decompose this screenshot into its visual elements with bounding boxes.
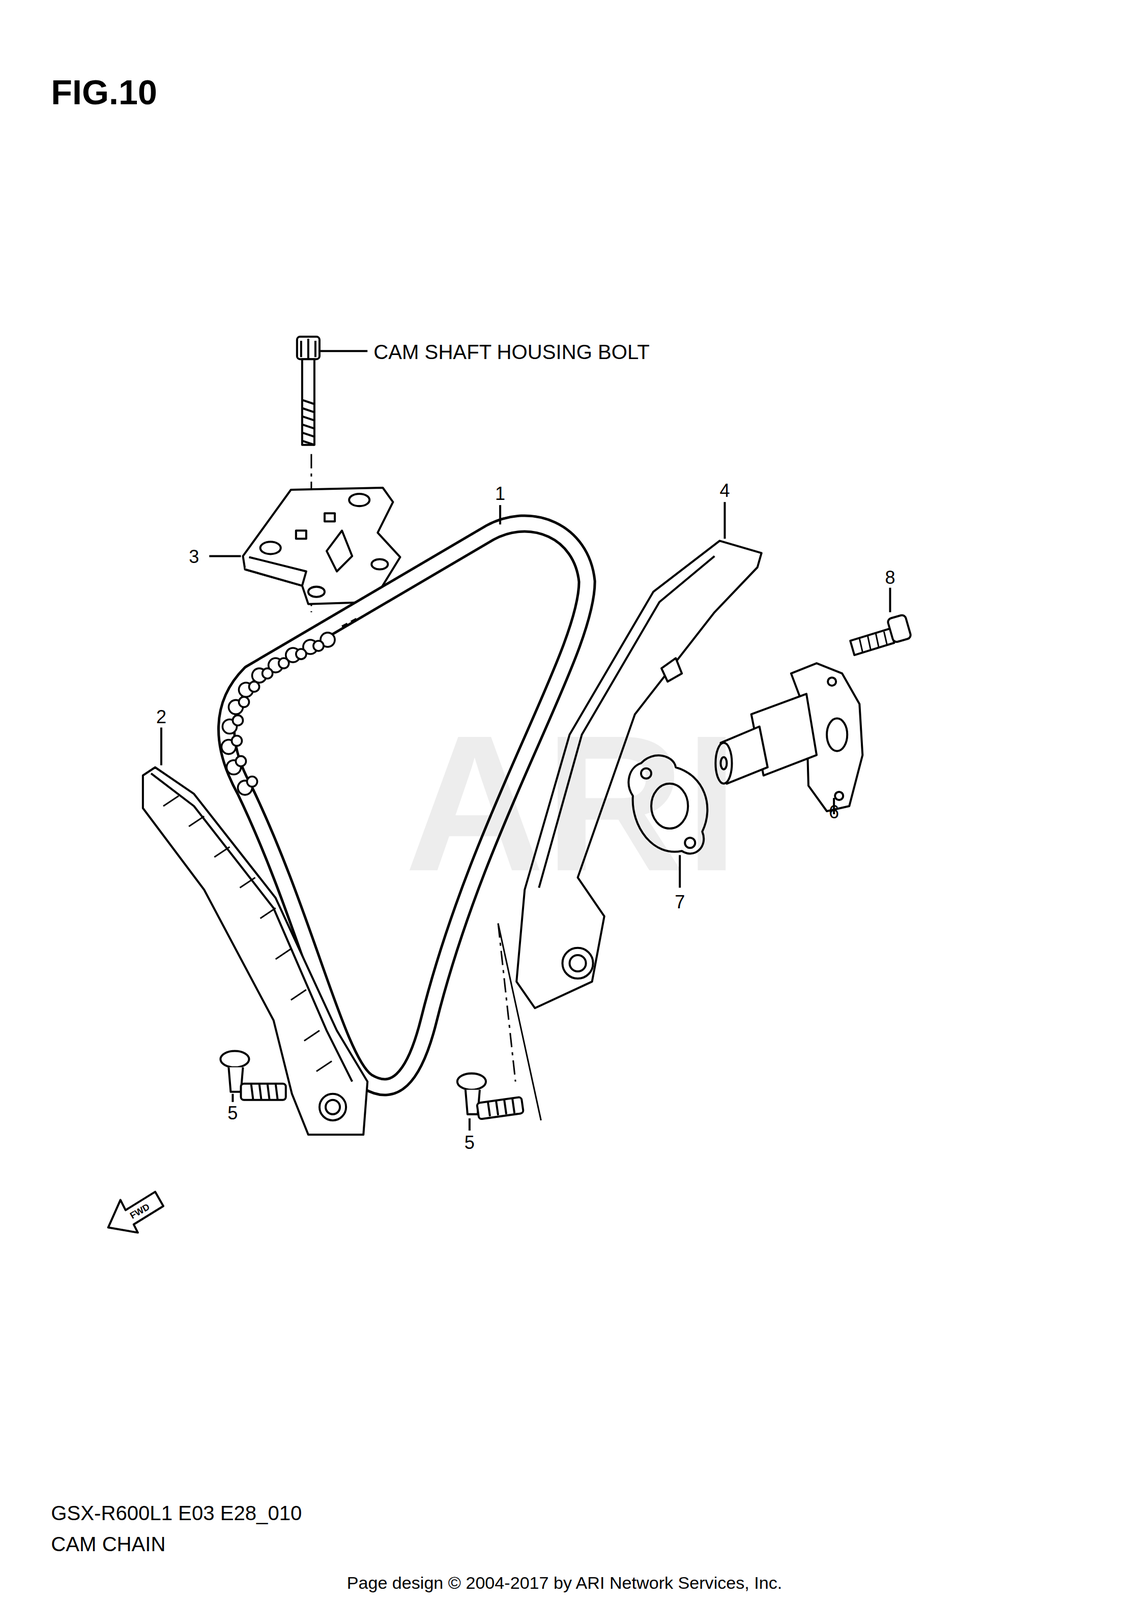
- leader-line: [888, 588, 891, 613]
- housing-bolt: [297, 336, 320, 360]
- cam-chain: [249, 681, 260, 692]
- copyright-note: Page design © 2004-2017 by ARI Network S…: [346, 1575, 783, 1593]
- housing-bolt: [307, 338, 310, 360]
- direction-label: FWD: [128, 1203, 152, 1222]
- callout-number: 2: [156, 707, 167, 727]
- cam-chain: [235, 756, 246, 767]
- forward-arrow: [108, 1192, 164, 1233]
- top-chain-guide: [209, 487, 400, 605]
- callout-number: 4: [719, 481, 730, 500]
- leader-line: [499, 505, 502, 525]
- figure-code: GSX-R600L1 E03 E28_010: [50, 1503, 302, 1524]
- top-chain-guide: [324, 513, 335, 522]
- tensioner-bolt: [887, 614, 912, 644]
- leader-line: [160, 727, 163, 766]
- center-line: [498, 923, 541, 1121]
- tensioner-bolt: [850, 588, 912, 656]
- leader-line: [231, 1094, 234, 1103]
- housing-bolt: [300, 340, 303, 358]
- part-name: CAM SHAFT HOUSING BOLT: [373, 341, 650, 363]
- tensioner-guide: [562, 948, 593, 979]
- guide-bolt: [457, 1074, 486, 1091]
- guide-bolt: [220, 1051, 249, 1068]
- housing-bolt: [314, 340, 317, 358]
- front-chain-guide: [142, 727, 368, 1136]
- guide-bolt: [240, 1084, 286, 1101]
- front-chain-guide: [151, 773, 353, 1083]
- figure-title: FIG.10: [50, 74, 158, 109]
- tensioner-guide: [661, 658, 682, 682]
- tensioner-guide: [569, 955, 587, 972]
- guide-bolt: [220, 1051, 524, 1131]
- cam-chain: [221, 632, 335, 796]
- housing-bolt: [302, 359, 315, 446]
- watermark: ARI: [404, 706, 739, 901]
- figure-name: CAM CHAIN: [50, 1533, 166, 1555]
- guide-bolt: [476, 1097, 524, 1120]
- guide-bolt: [487, 1099, 515, 1117]
- cam-chain: [232, 715, 243, 726]
- callout-number: 1: [495, 484, 506, 503]
- top-chain-guide: [349, 494, 370, 507]
- callout-number: 8: [884, 568, 895, 587]
- cam-chain: [262, 668, 273, 679]
- top-chain-guide: [371, 559, 388, 570]
- forward-arrow: [108, 1192, 164, 1233]
- center-line: [498, 923, 541, 1121]
- leader-line: [723, 502, 726, 539]
- center-line: [498, 923, 516, 1083]
- cam-chain-tensioner: [826, 718, 848, 751]
- callout-number: 5: [227, 1104, 238, 1123]
- tensioner-bolt: [859, 631, 887, 653]
- front-chain-guide: [163, 796, 332, 1072]
- top-chain-guide: [296, 530, 307, 539]
- leader-line: [468, 1118, 471, 1132]
- callout-number: 6: [828, 802, 839, 822]
- leader-line: [320, 350, 368, 353]
- top-chain-guide: [245, 557, 307, 586]
- top-chain-guide: [260, 541, 281, 555]
- guide-bolt: [251, 1084, 278, 1101]
- cam-chain: [238, 697, 249, 708]
- cam-chain: [231, 736, 242, 747]
- cam-chain: [296, 649, 307, 660]
- cam-chain: [313, 641, 324, 652]
- cam-chain: [278, 658, 289, 669]
- front-chain-guide: [142, 767, 368, 1136]
- top-chain-guide: [242, 487, 400, 605]
- top-chain-guide: [326, 530, 353, 572]
- cam-chain-tensioner: [834, 792, 844, 801]
- callout-number: 5: [464, 1133, 475, 1152]
- leader-line: [209, 555, 241, 558]
- cam-chain: [341, 618, 358, 627]
- front-chain-guide: [325, 1100, 340, 1115]
- top-chain-guide: [308, 587, 325, 598]
- parts-illustration: [108, 336, 912, 1234]
- callout-number: 3: [188, 547, 199, 566]
- cam-chain: [247, 776, 258, 788]
- housing-bolt: [302, 399, 315, 445]
- cam-chain-tensioner: [827, 677, 836, 686]
- tensioner-bolt: [850, 628, 894, 656]
- front-chain-guide: [319, 1094, 346, 1121]
